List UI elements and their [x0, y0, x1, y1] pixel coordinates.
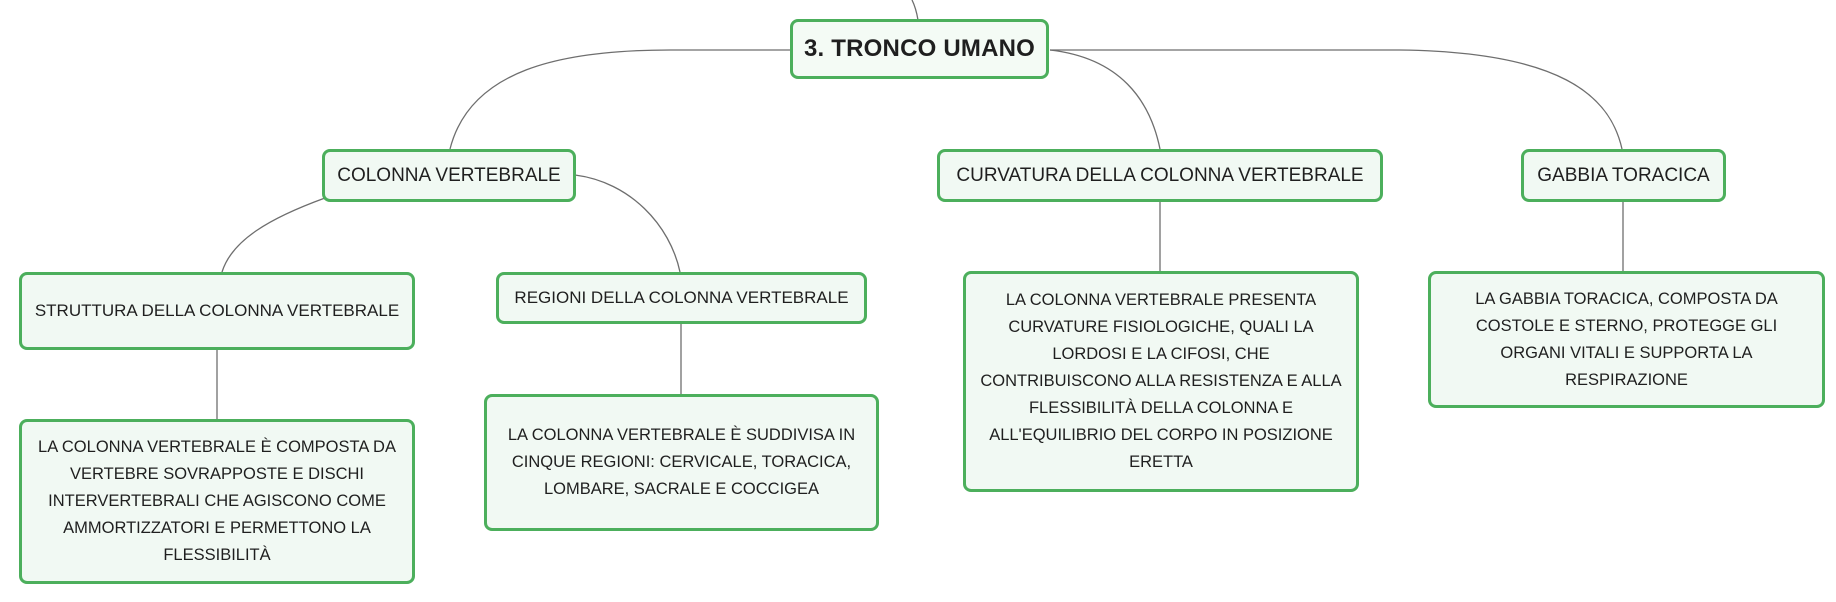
root-node[interactable]: 3. TRONCO UMANO [790, 19, 1049, 79]
topic-node-colonna-vertebrale[interactable]: COLONNA VERTEBRALE [322, 149, 576, 202]
subtopic-node-struttura[interactable]: STRUTTURA DELLA COLONNA VERTEBRALE [19, 272, 415, 350]
detail-node-gabbia[interactable]: LA GABBIA TORACICA, COMPOSTA DA COSTOLE … [1428, 271, 1825, 408]
connector-root-to-gabbia [1050, 49, 1623, 150]
topic-label: GABBIA TORACICA [1537, 164, 1710, 186]
subtopic-node-regioni[interactable]: REGIONI DELLA COLONNA VERTEBRALE [496, 272, 867, 324]
connector-colonna-to-struttura [221, 197, 326, 273]
subtopic-label: STRUTTURA DELLA COLONNA VERTEBRALE [34, 301, 400, 320]
topic-node-curvatura[interactable]: CURVATURA DELLA COLONNA VERTEBRALE [937, 149, 1383, 202]
detail-node-regioni[interactable]: LA COLONNA VERTEBRALE È SUDDIVISA IN CIN… [484, 394, 879, 531]
detail-text: LA COLONNA VERTEBRALE PRESENTA CURVATURE… [980, 291, 1342, 471]
topic-node-gabbia-toracica[interactable]: GABBIA TORACICA [1521, 149, 1726, 202]
detail-text: LA GABBIA TORACICA, COMPOSTA DA COSTOLE … [1475, 289, 1778, 389]
detail-node-curvatura[interactable]: LA COLONNA VERTEBRALE PRESENTA CURVATURE… [963, 271, 1359, 492]
detail-text: LA COLONNA VERTEBRALE È COMPOSTA DA VERT… [38, 438, 396, 564]
connector-parent-to-root [911, 0, 919, 21]
connector-root-to-colonna [449, 49, 790, 150]
connector-colonna-to-regioni [574, 174, 681, 273]
topic-label: CURVATURA DELLA COLONNA VERTEBRALE [956, 164, 1364, 186]
root-label: 3. TRONCO UMANO [804, 35, 1035, 62]
detail-text: LA COLONNA VERTEBRALE È SUDDIVISA IN CIN… [507, 426, 856, 498]
connector-root-to-curvatura [1049, 49, 1161, 150]
topic-label: COLONNA VERTEBRALE [337, 164, 561, 186]
subtopic-label: REGIONI DELLA COLONNA VERTEBRALE [514, 288, 849, 307]
detail-node-struttura[interactable]: LA COLONNA VERTEBRALE È COMPOSTA DA VERT… [19, 419, 415, 584]
